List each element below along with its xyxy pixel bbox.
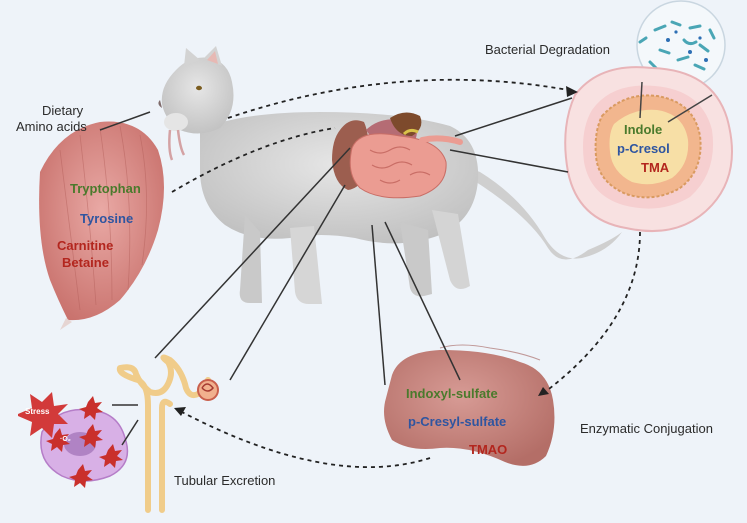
- tyrosine-label: Tyrosine: [80, 211, 134, 226]
- indole-label: Indole: [624, 122, 663, 137]
- betaine-label: Betaine: [62, 255, 109, 270]
- muscle-illustration: [39, 121, 164, 330]
- tubular-excretion-label: Tubular Excretion: [174, 473, 276, 488]
- stress-label: Stress: [25, 407, 50, 416]
- tmao-label: TMAO: [469, 442, 508, 457]
- arrow-heads: [174, 86, 578, 416]
- dashed-arrows: [171, 78, 641, 469]
- indoxyl-sulfate-label: Indoxyl-sulfate: [406, 386, 498, 401]
- bacterial-degradation-label: Bacterial Degradation: [485, 42, 611, 57]
- internal-organs: [332, 112, 463, 199]
- ros-label: ·O₂: [60, 436, 71, 443]
- tryptophan-label: Tryptophan: [70, 181, 141, 196]
- liver-illustration: [384, 344, 555, 466]
- p-cresyl-sulfate-label: p-Cresyl-sulfate: [408, 414, 507, 429]
- connector-lines: [99, 97, 573, 446]
- tma-label: TMA: [641, 160, 670, 175]
- stress-cell-illustration: [18, 392, 129, 488]
- nephron-illustration: [116, 354, 219, 513]
- p-cresol-label: p-Cresol: [617, 141, 670, 156]
- gut-cross-section: [564, 66, 733, 232]
- carnitine-label: Carnitine: [57, 238, 114, 253]
- amino-acids-label: Amino acids: [16, 119, 87, 134]
- dietary-label: Dietary: [42, 103, 84, 118]
- enzymatic-conjugation-label: Enzymatic Conjugation: [580, 421, 713, 436]
